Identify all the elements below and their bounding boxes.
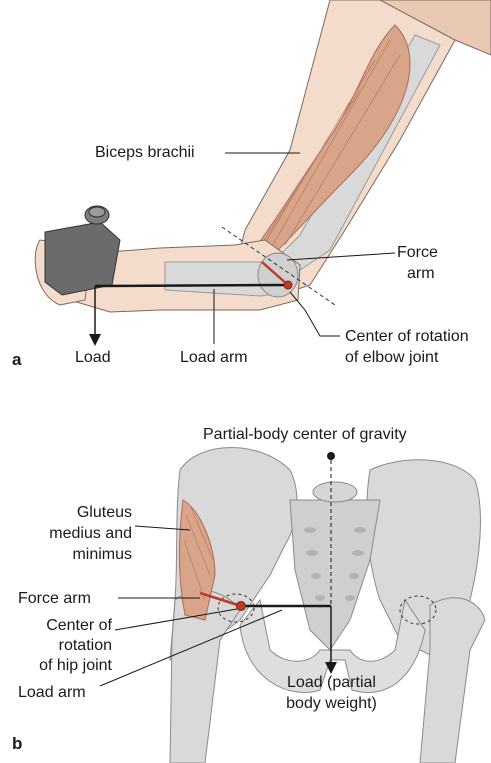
label-biceps-brachii: Biceps brachii xyxy=(95,143,195,162)
label-center-hip-line2: rotation xyxy=(10,636,112,655)
label-center-rotation-elbow-line2: of elbow joint xyxy=(345,348,438,367)
label-center-hip-line3: of hip joint xyxy=(0,656,112,675)
hip-rotation-center xyxy=(237,602,246,611)
pelvis-illustration xyxy=(100,448,485,763)
arm-illustration xyxy=(35,0,491,344)
elbow-rotation-center xyxy=(284,281,292,289)
label-gluteus-line3: minimus xyxy=(40,545,132,564)
dumbbell-weight xyxy=(45,206,120,295)
sacrum xyxy=(290,500,380,650)
vertebra xyxy=(313,482,357,502)
label-load-a: Load xyxy=(75,348,111,367)
label-load-partial-line1: Load (partial xyxy=(264,673,399,692)
label-load-arm-a: Load arm xyxy=(180,348,248,367)
label-load-partial-line2: body weight) xyxy=(264,694,399,713)
center-of-gravity-point xyxy=(327,452,335,460)
label-load-arm-b: Load arm xyxy=(18,683,86,702)
label-force-arm-b: Force arm xyxy=(18,589,91,608)
load-arm-lever xyxy=(95,285,288,286)
label-force-arm-a-line1: Force xyxy=(397,243,438,262)
label-gluteus-line1: Gluteus xyxy=(40,503,132,522)
label-center-hip-line1: Center of xyxy=(10,616,112,635)
panel-letter-a: a xyxy=(12,350,21,370)
right-femur xyxy=(420,598,485,763)
label-gluteus-line2: medius and xyxy=(20,524,132,543)
label-partial-center-of-gravity: Partial-body center of gravity xyxy=(203,425,407,444)
label-force-arm-a-line2: arm xyxy=(407,264,435,283)
panel-letter-b: b xyxy=(12,734,22,754)
label-center-rotation-elbow-line1: Center of rotation xyxy=(345,327,469,346)
